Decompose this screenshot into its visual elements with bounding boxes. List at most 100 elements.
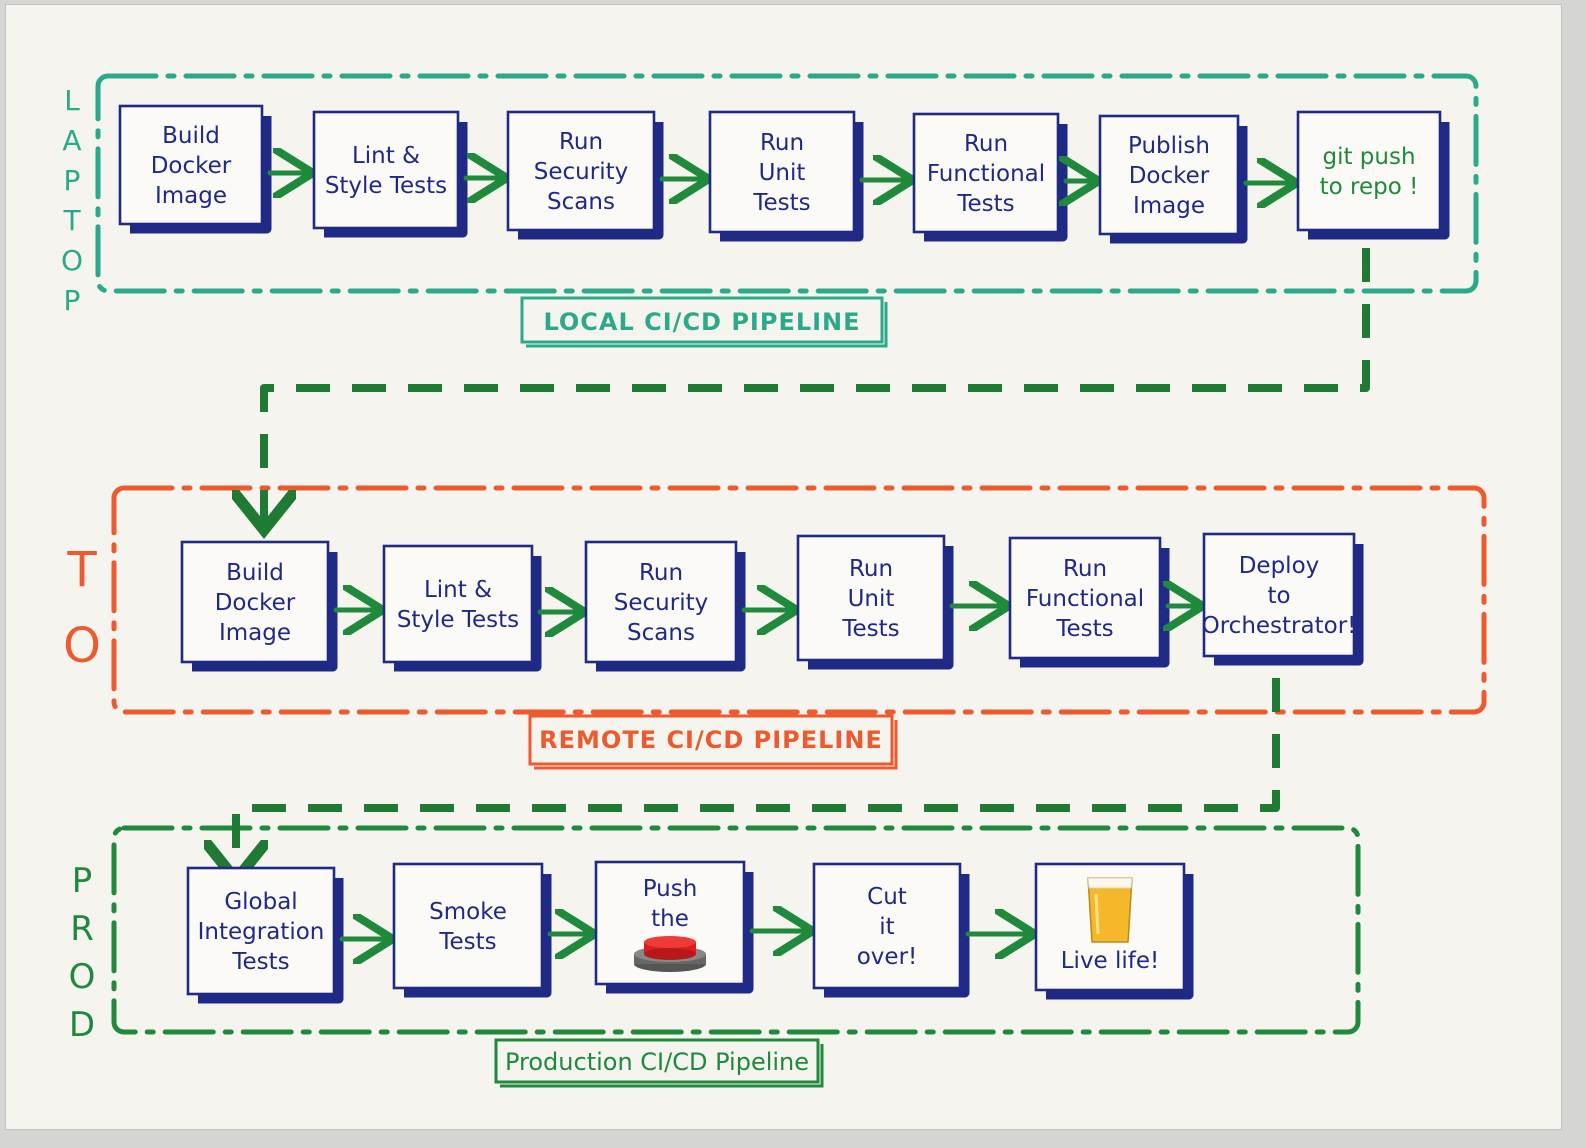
step-label-line: Image [1133, 193, 1205, 219]
step-box-shadow [606, 872, 754, 994]
step-box [312, 110, 460, 230]
step-label-line: Docker [151, 153, 232, 179]
step-box-shadow [824, 874, 970, 998]
prod-step-4: Cut it over! [812, 862, 970, 998]
step-label-line: the [651, 906, 689, 932]
step-label-line: Run [1063, 556, 1107, 582]
step-label-line: Run [639, 560, 683, 586]
step-box-shadow [720, 122, 864, 242]
step-label-line: Style Tests [397, 607, 519, 633]
laptop-side-letter: A [62, 124, 81, 157]
step-label-line: Tests [438, 929, 496, 955]
step-label-line: Image [155, 183, 227, 209]
laptop-side-letter: L [64, 84, 80, 117]
step-label-line: Smoke [429, 899, 507, 925]
step-label-line: Unit [848, 586, 895, 612]
step-box-shadow [1308, 122, 1450, 240]
to-side-letter: T [66, 542, 97, 598]
step-box [1098, 114, 1240, 236]
step-label-line: Run [760, 130, 804, 156]
step-label-line: Lint & [352, 143, 420, 169]
prod-side-letter: R [70, 909, 94, 949]
remote-caption: REMOTE CI/CD PIPELINE [539, 726, 883, 754]
step-label-line: to [1267, 583, 1290, 609]
prod-caption: Production CI/CD Pipeline [505, 1048, 809, 1076]
step-box [118, 104, 264, 226]
step-box-shadow [518, 122, 664, 240]
local-caption: LOCAL CI/CD PIPELINE [543, 308, 860, 336]
step-label-line: Run [964, 131, 1008, 157]
step-box [506, 110, 656, 232]
step-box-shadow [1046, 874, 1194, 1000]
laptop-side-letter: P [64, 164, 81, 197]
step-label-line: Unit [759, 160, 806, 186]
step-label-line: Docker [215, 590, 296, 616]
step-label-line: it [879, 914, 894, 940]
step-label-line: Tests [752, 190, 810, 216]
step-box-shadow [808, 546, 954, 670]
step-label-line: Functional [1026, 586, 1144, 612]
step-label-line: Publish [1128, 133, 1210, 159]
step-box-shadow [394, 556, 542, 672]
step-label-line: Tests [1055, 616, 1113, 642]
step-box [796, 534, 946, 662]
step-label-line: Style Tests [325, 173, 447, 199]
step-label-line: Tests [956, 191, 1014, 217]
laptop-side-letter: O [61, 244, 83, 277]
step-label-line: Global [224, 889, 297, 915]
step-box [186, 866, 336, 996]
step-box-shadow [324, 122, 468, 238]
to-step-2: Lint & Style Tests [382, 544, 542, 672]
step-box-shadow [404, 874, 552, 998]
step-label-line: Integration [198, 919, 325, 945]
to-stage-frame [111, 485, 1487, 715]
step-label-line: Run [849, 556, 893, 582]
step-box [392, 862, 544, 990]
local-caption-plaque: LOCAL CI/CD PIPELINE [520, 296, 888, 348]
step-label-line: Cut [867, 884, 907, 910]
step-box [912, 112, 1060, 234]
step-label-line: Security [534, 159, 628, 185]
prod-side-letter: D [69, 1005, 95, 1045]
step-label-line: Scans [547, 189, 615, 215]
beer-glass-icon [1087, 877, 1133, 943]
remote-caption-plaque: REMOTE CI/CD PIPELINE [528, 714, 898, 770]
prod-step-5: Live life! [1034, 862, 1194, 1000]
step-box [382, 544, 534, 664]
connector-laptop-to-remote [264, 248, 1370, 522]
step-label-line: Live life! [1061, 948, 1160, 974]
step-label-line: Tests [231, 949, 289, 975]
step-label-line: Lint & [424, 577, 492, 603]
prod-stage-frame [111, 825, 1361, 1035]
step-box-shadow [192, 552, 338, 672]
step-box [1296, 110, 1442, 232]
laptop-side-letter: P [64, 284, 81, 317]
step-box [708, 110, 856, 234]
step-label-line: Functional [927, 161, 1045, 187]
step-label-line: over! [857, 944, 918, 970]
step-label-line: Run [559, 129, 603, 155]
prod-side-letter: O [69, 957, 96, 997]
step-box [1202, 532, 1356, 658]
step-box-shadow [1214, 544, 1364, 666]
step-box [1008, 536, 1162, 660]
connector-remote-to-prod [236, 678, 1280, 872]
step-box [812, 862, 962, 990]
prod-caption-plaque: Production CI/CD Pipeline [494, 1038, 824, 1088]
step-label-line: to repo ! [1320, 174, 1419, 200]
laptop-stage-frame [95, 73, 1479, 294]
step-box-shadow [1110, 126, 1248, 244]
step-label-line: Build [226, 560, 284, 586]
step-box-shadow [198, 878, 344, 1004]
